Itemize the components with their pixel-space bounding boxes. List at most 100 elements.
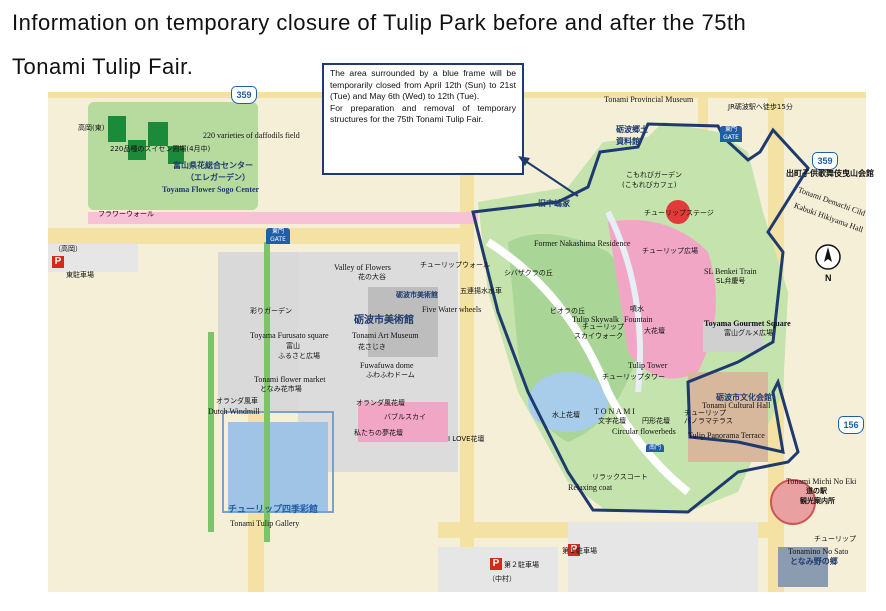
big-bed-label: 大花壇 (644, 327, 665, 335)
parking2-sub-label: （中村） (488, 575, 516, 583)
takaoka-left-label: （高岡） (54, 245, 82, 253)
skywalk-label-jp1: チューリップ (582, 323, 624, 331)
provincial-museum-label-jp2: 資料館 (616, 137, 640, 146)
furusato-square-area (218, 252, 298, 412)
pond (528, 372, 608, 432)
cultural-hall-label-jp: 砺波市文化会館 (716, 393, 772, 402)
windmill-label-en: Dutch Windmill (208, 407, 260, 416)
page-title-line2: Tonami Tulip Fair. (12, 54, 194, 79)
sl-train-label-jp: SL弁慶号 (716, 277, 746, 285)
tulip-stage-marker (666, 200, 690, 224)
skywalk-label-jp2: スカイウォーク (574, 332, 623, 340)
michi-label-jp1: 道の駅 (806, 487, 827, 495)
north-arrow (824, 247, 832, 262)
parking2-label: 第２駐車場 (504, 561, 539, 569)
parking1-label: 第１駐車場 (562, 547, 597, 555)
sl-train-label-en: SL Benkei Train (704, 267, 757, 276)
art-museum-building (368, 287, 438, 357)
panorama-label-jp1: チューリップ (684, 409, 726, 417)
biotope-label: ビオラの丘 (550, 307, 585, 315)
hanasaki-label: 花さじき (358, 343, 386, 351)
parking-p-icon: P (490, 558, 502, 570)
gallery-label-en: Tonami Tulip Gallery (230, 519, 300, 528)
tulip-gallery-glass (228, 422, 328, 512)
south-gate: 南門 (646, 444, 664, 452)
water-bed-label: 水上花壇 (552, 411, 580, 419)
provincial-museum-label-jp1: 砺波郷土 (616, 125, 648, 134)
nosato-small-label: チューリップ (814, 535, 856, 543)
dream-flowerbed (358, 402, 448, 442)
parking-p-icon: P (52, 256, 64, 268)
garden-tree (108, 116, 126, 142)
demachi-label-jp: 出町子供歌舞伎曳山会館 (786, 169, 874, 178)
notice-text-dates: The area surrounded by a blue frame will… (330, 68, 516, 102)
skywalk-path (605, 210, 643, 393)
tulip-gallery-outline (222, 411, 334, 513)
i-love-label: I LOVE花壇 (448, 435, 485, 443)
east-parking-label: 東駐車場 (66, 271, 94, 279)
nosato-label-jp: となみ野の郷 (790, 557, 838, 566)
furusato-label-jp1: 富山 (286, 342, 300, 350)
irodori-garden-label: 彩りガーデン (250, 307, 292, 315)
provincial-museum-label-en: Tonami Provincial Museum (604, 95, 694, 104)
page-title-line1: Information on temporary closure of Tuli… (12, 10, 747, 35)
michi-label-jp2: 観光案内所 (800, 497, 835, 505)
flower-row (88, 212, 478, 224)
shibazakura-label: シバザクラの丘 (504, 269, 553, 277)
flower-market-label-en: Tonami flower market (254, 375, 326, 384)
dutch-garden-label: オランダ風花壇 (356, 399, 405, 407)
garden-tree (168, 146, 184, 164)
takaoka-top-label: 高岡(東) (78, 124, 105, 132)
nosato-building (778, 547, 828, 587)
nakashima-label-jp: 旧中嶋家 (538, 199, 570, 208)
parking-p-icon: P (568, 544, 580, 556)
hedge (208, 332, 214, 532)
flower-market-label-jp: となみ花市場 (260, 385, 302, 393)
tulip-wall-label: チューリップウォール (420, 261, 490, 269)
gourmet-label-en: Toyama Gourmet Square (704, 319, 791, 328)
komorebi-label-jp2: (こもれびカフェ) (622, 181, 677, 189)
cultural-hall-label-en: Tonami Cultural Hall (702, 401, 771, 410)
circular-label-jp: 円形花壇 (642, 417, 670, 425)
relax-label-en: Relaxing coat (568, 483, 613, 492)
garden-tree (148, 122, 168, 146)
furusato-label-en: Toyama Furusato square (250, 331, 329, 340)
dream-bed-label: 私たちの夢花壇 (354, 429, 403, 437)
route-359-sign-right: 359 (812, 152, 838, 170)
fountain-label-en: Fountain (624, 315, 653, 324)
hedge (264, 242, 270, 542)
gourmet-square-tents (703, 322, 763, 352)
flower-wall-label: フラワーウォール (98, 210, 154, 218)
north-label: N (825, 273, 832, 283)
art-museum-small-label: 砺波市美術館 (396, 291, 438, 299)
flower-center-label-jp1: 富山県花総合センター (173, 161, 253, 170)
tulip-tower-label-jp: チューリップタワー (602, 373, 665, 381)
tonami-label: T O N A M I (594, 407, 635, 416)
map-drawing (48, 92, 866, 592)
parking-1-lot (568, 522, 758, 592)
valley-label-en: Valley of Flowers (334, 263, 391, 272)
bubble-sky-label: バブルスカイ (384, 413, 426, 421)
panorama-label-en: Tulip Panorama Terrace (688, 431, 765, 440)
furusato-label-jp2: ふるさと広場 (278, 352, 320, 360)
tulip-tower-label-en: Tulip Tower (628, 361, 668, 370)
fountain-label-jp: 噴水 (630, 305, 644, 313)
daffodil-field-label-jp: 220品種のスイセン圃場(4月中) (110, 145, 211, 153)
valley-label-jp: 花の大谷 (358, 273, 386, 281)
moji-bed-label: 文字花壇 (598, 417, 626, 425)
fuwafuwa-label-jp: ふわふわドーム (366, 371, 415, 379)
tulip-stage-label: チューリップステージ (644, 209, 714, 217)
flower-center-label-en: Toyama Flower Sogo Center (162, 185, 260, 194)
nosato-label-en: Tonamino No Sato (788, 547, 849, 556)
art-museum-label-en: Tonami Art Museum (352, 331, 419, 340)
notice-text-purpose: For preparation and removal of temporary… (330, 102, 516, 125)
panorama-label-jp2: パノラマテラス (684, 417, 733, 425)
skywalk-label-en: Tulip Skywalk (572, 315, 620, 324)
daffodil-field-label-en: 220 varieties of daffodils field (203, 131, 300, 140)
closure-notice-box: The area surrounded by a blue frame will… (322, 63, 524, 175)
main-path (485, 238, 691, 496)
nakashima-label-en: Former Nakashima Residence (534, 239, 631, 248)
